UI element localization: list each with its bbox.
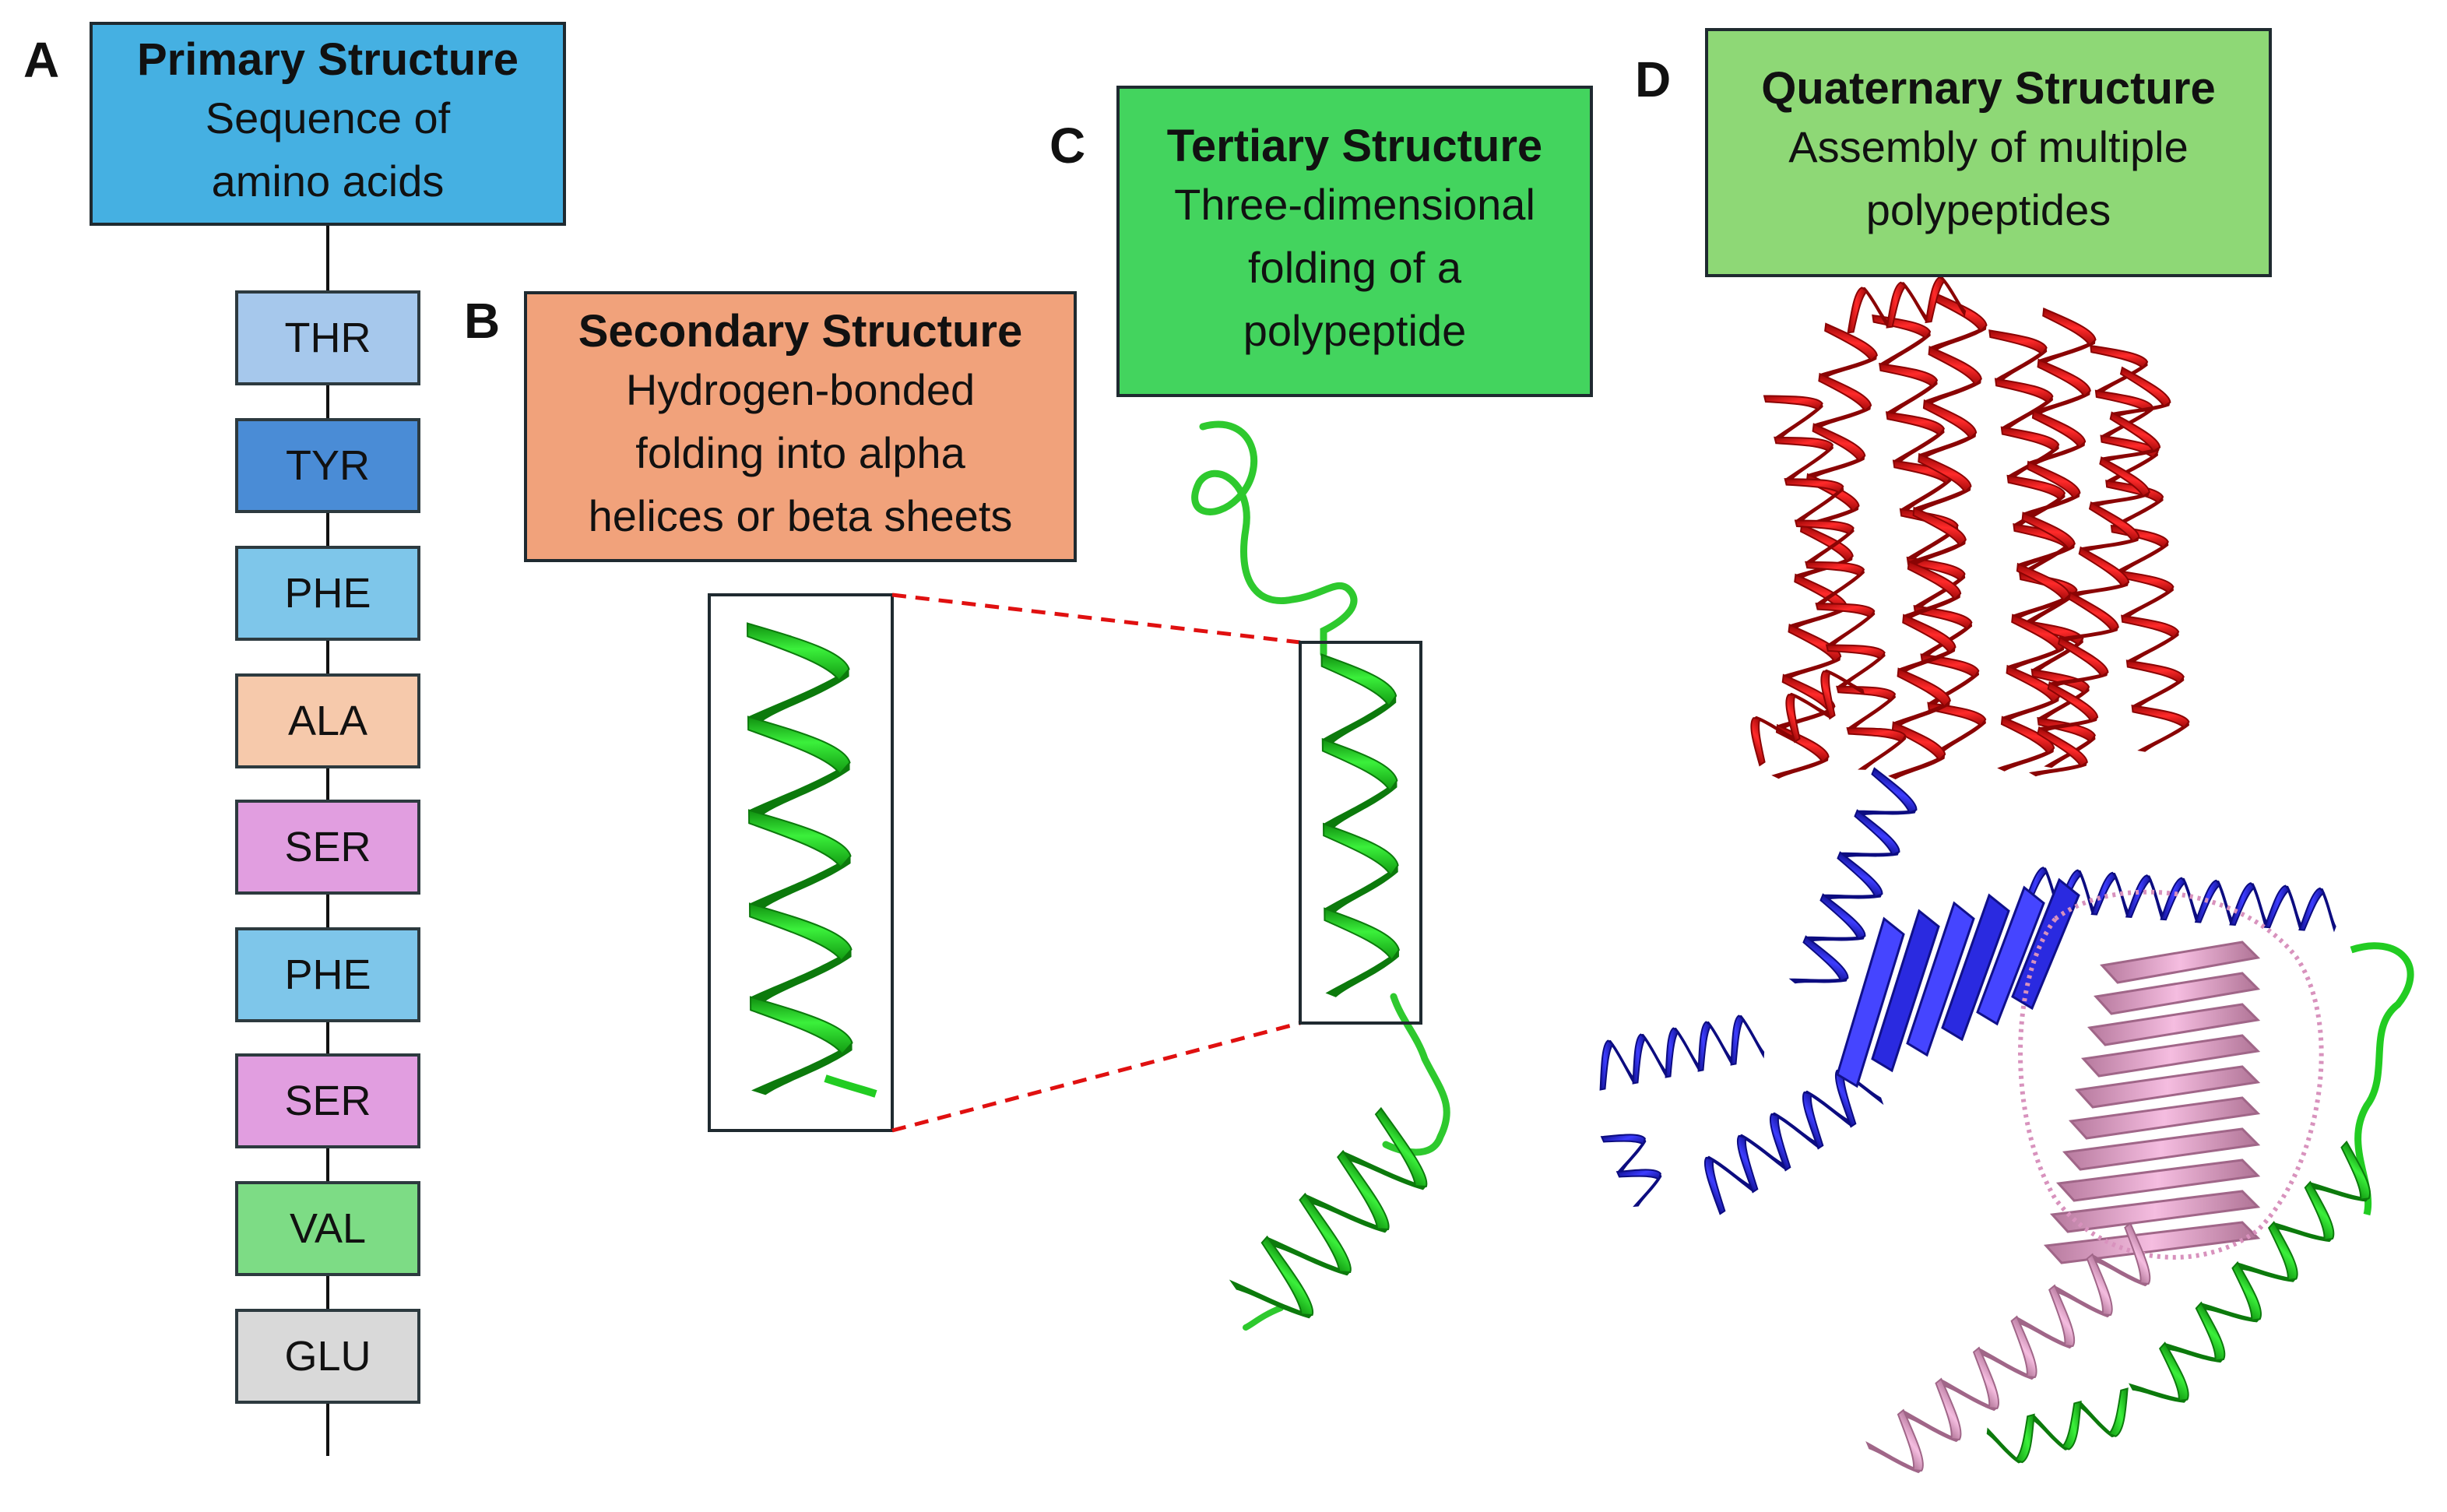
helix-ribbon [1997,308,2097,772]
residue-box: VAL [235,1181,420,1276]
helix-ribbon [1750,669,1865,767]
description-line: Assembly of multiple [1788,122,2189,172]
residue-box: GLU [235,1309,420,1404]
panel-label-a: A [23,32,60,88]
residue-box: SER [235,800,420,895]
description-line: folding into alpha [635,427,965,477]
secondary-structure-box: Secondary Structure Hydrogen-bonded fold… [524,291,1077,562]
quaternary-structure-title: Quaternary Structure [1761,63,2216,114]
beta-strand [1871,909,1940,1073]
quaternary-assembly [1599,276,2414,1474]
panel-label-c: C [1049,118,1086,174]
beta-strand [2062,1127,2261,1171]
beta-strand [1836,916,1905,1088]
secondary-structure-title: Secondary Structure [578,305,1023,357]
residue-box: ALA [235,673,420,768]
helix-ribbon [1229,1106,1428,1319]
tertiary-chain [1191,420,1450,1331]
residue-box: TYR [235,418,420,513]
primary-structure-box: Primary Structure Sequence of amino acid… [90,22,566,226]
beta-strand [2074,1065,2261,1109]
beta-strand [2094,972,2261,1015]
helix-ribbon [2129,1140,2371,1403]
quaternary-structure-description: Assembly of multiple polypeptides [1788,115,2189,241]
helix-ribbon [1865,1222,2151,1474]
description-line: amino acids [211,156,445,206]
helix-ribbon [1986,1387,2129,1464]
secondary-helix [746,622,877,1098]
zoom-connector-lines [891,592,1301,1133]
description-line: folding of a [1248,242,1461,292]
secondary-structure-description: Hydrogen-bonded folding into alpha helic… [589,358,1013,548]
helix-ribbon [1600,1134,1662,1208]
beta-strand [1976,885,2045,1026]
beta-strand [2043,1221,2261,1264]
description-line: helices or beta sheets [588,491,1013,540]
beta-strand [2055,1159,2261,1202]
panel-label-b: B [464,293,501,349]
beta-strand [1941,893,2010,1042]
beta-strand [1906,901,1975,1057]
helix-tail [824,1074,877,1098]
description-line: Three-dimensional [1174,179,1535,229]
helix-ribbon [1703,1068,1884,1215]
residue-box: SER [235,1053,420,1148]
description-line: polypeptides [1865,185,2111,235]
helix-ribbon [1847,276,1967,334]
helix-ribbon [746,622,853,1095]
tertiary-helix-frame [1299,641,1422,1025]
description-line: Sequence of [205,93,451,143]
helix-ribbon [1599,1014,1765,1091]
beta-strand [2100,941,2261,984]
primary-structure-title: Primary Structure [137,34,519,86]
residue-box: PHE [235,546,420,641]
residue-box: THR [235,290,420,385]
residue-box: PHE [235,927,420,1022]
beta-strand [2049,1190,2261,1233]
beta-strand [2068,1096,2261,1140]
helix-ribbon [1763,395,1907,770]
pink-loops [2018,889,2324,1260]
quaternary-structure-box: Quaternary Structure Assembly of multipl… [1705,28,2272,277]
tertiary-structure-title: Tertiary Structure [1166,120,1543,171]
helix-ribbon [1788,767,1918,984]
helix-ribbon [1888,292,1988,780]
helix-ribbon [1320,653,1400,997]
primary-structure-description: Sequence of amino acids [206,86,450,213]
panel-label-d: D [1635,51,1672,107]
helix-ribbon [2028,366,2171,777]
beta-strand [2087,1003,2261,1046]
description-line: polypeptide [1243,305,1467,355]
secondary-helix-frame [708,593,894,1132]
tertiary-structure-box: Tertiary Structure Three-dimensional fol… [1116,86,1593,397]
description-line: Hydrogen-bonded [625,364,976,414]
tertiary-structure-description: Three-dimensional folding of a polypepti… [1174,173,1535,363]
green-loop [2350,942,2414,1216]
beta-strand [2080,1034,2261,1078]
